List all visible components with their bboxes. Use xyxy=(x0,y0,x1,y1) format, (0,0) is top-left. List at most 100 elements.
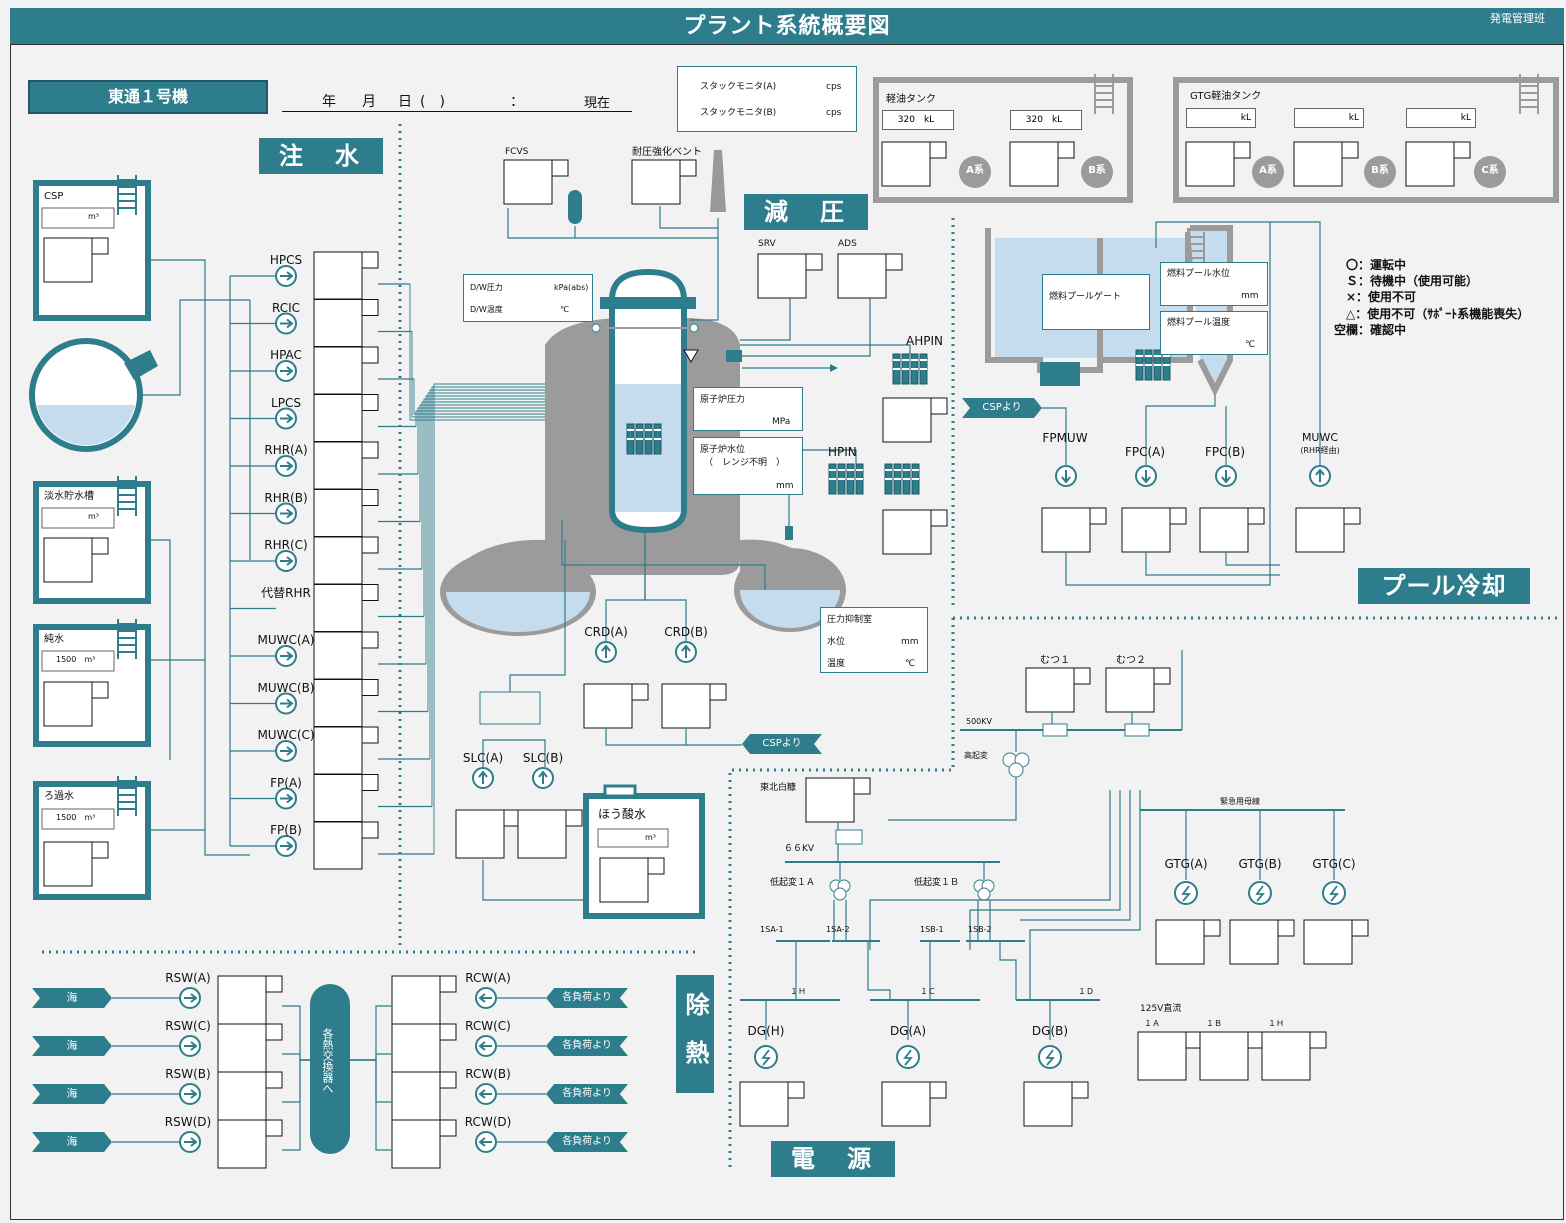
pump-label-5: RHR(B) xyxy=(264,490,308,505)
pump-RHR(B)-arrowhead xyxy=(286,508,294,519)
fuel-band xyxy=(636,429,643,431)
hpin-bottles-b-band xyxy=(885,478,892,480)
fpc-b-pump-arrowhead xyxy=(1221,476,1231,484)
pure-status xyxy=(43,681,93,727)
pump-RHR(C)-arrowhead xyxy=(286,556,294,566)
rpv-level-unit: mm xyxy=(776,481,794,491)
fuel-tank-a-value: 320 kL xyxy=(882,110,954,130)
rcw-status-2 xyxy=(391,1071,441,1121)
muwc-pool-line xyxy=(1270,221,1321,466)
pump-label-6: RHR(C) xyxy=(264,538,308,552)
rpv-level-label: 原子炉水位 xyxy=(700,445,746,455)
rpv-level-note: （ レンジ不明 ） xyxy=(704,458,786,468)
pool-fuel-band xyxy=(1163,364,1170,366)
inj-status-sub-3 xyxy=(361,394,379,411)
ahpin-bottles-band xyxy=(920,368,927,370)
fcvs-vessel xyxy=(568,190,582,224)
suppression-temp-label: 温度 xyxy=(827,659,846,669)
hpin-bottles-b-band xyxy=(903,469,910,471)
fresh-status xyxy=(43,537,93,583)
steam-valve-l xyxy=(591,323,601,333)
rpv-feed-2 xyxy=(413,379,560,415)
mutsu1-status-sub xyxy=(1073,667,1091,685)
pump-RCIC-arrowhead xyxy=(286,318,294,329)
pump-label-8: MUWC(A) xyxy=(257,633,315,647)
crd-pump-0-arrowhead xyxy=(601,644,611,652)
rcw-label-1: RCW(C) xyxy=(465,1019,511,1033)
rpv-pressure-label: 原子炉圧力 xyxy=(700,395,746,405)
fpc-b-status xyxy=(1199,507,1249,553)
dg-status-1 xyxy=(881,1081,931,1127)
rcw-status-sub-3 xyxy=(439,1119,457,1137)
fresh-status-sub xyxy=(91,537,109,555)
pool-level-label: 燃料プール水位 xyxy=(1167,269,1231,279)
pool-fuel-band xyxy=(1163,355,1170,357)
ahpin-bottles-band xyxy=(920,359,927,361)
rcw-status-sub-2 xyxy=(439,1071,457,1089)
pump-label-1: RCIC xyxy=(271,300,301,315)
rsw-label-0: RSW(A) xyxy=(165,971,211,985)
pump-label-3: LPCS xyxy=(271,395,301,410)
gtg-status-0-sub xyxy=(1203,919,1221,937)
gtg-status-1 xyxy=(1229,919,1279,965)
hpin-bottles-a-band xyxy=(856,478,863,480)
crd-status-0-sub xyxy=(631,683,649,701)
crd-status-1-sub xyxy=(709,683,727,701)
mutsu1-label: むつ１ xyxy=(1040,655,1070,666)
date-year: 年 xyxy=(322,94,336,110)
gtg-tank-b-status xyxy=(1293,141,1343,187)
dw-temp-unit: ℃ xyxy=(560,305,569,314)
boric-unit: m³ xyxy=(645,833,656,842)
pool-level-panel: 燃料プール水位 mm xyxy=(1160,262,1268,306)
fpc-a-status xyxy=(1121,507,1171,553)
hx-label: 各熱交換器へ xyxy=(321,1028,334,1094)
suppression-panel: 圧力抑制室 水位 mm 温度 ℃ xyxy=(820,607,928,673)
rsw-status-3 xyxy=(217,1119,267,1169)
rcw-status-0 xyxy=(391,975,441,1025)
bus-1c-label: １Ｃ xyxy=(920,987,936,996)
pump-label-10: MUWC(C) xyxy=(257,728,315,742)
org-name: 発電管理班 xyxy=(1490,12,1545,25)
rcw-pump-1-arrowhead xyxy=(478,1041,486,1051)
ahpin-bottles-band xyxy=(893,359,900,361)
rpv-feed-5 xyxy=(419,404,560,522)
pool-fuel-band xyxy=(1145,355,1152,357)
ads-status xyxy=(837,253,887,299)
dg-icon-1 xyxy=(896,1045,920,1069)
fcvs-status-sub xyxy=(551,159,569,177)
sb2-to-1d xyxy=(999,941,1017,1000)
srv-label: SRV xyxy=(758,239,776,249)
crd-csp-from-tag: CSPより xyxy=(742,734,822,754)
loads-tag-1: 各負荷より xyxy=(546,1036,628,1056)
rpv-feed-1 xyxy=(411,331,560,418)
gtg-pump-label-1: B系 xyxy=(1371,165,1389,176)
fpmuw-status-sub xyxy=(1089,507,1107,525)
csp-unit: m³ xyxy=(88,212,99,221)
ads-line xyxy=(742,298,871,357)
muwc-pool-note: (RHR経由) xyxy=(1300,446,1340,455)
mutsu1-status xyxy=(1025,667,1075,713)
fuel-tank-b-status-sub xyxy=(1057,141,1075,159)
vent-stack xyxy=(710,150,726,212)
emg-bus-label: 緊急用母線 xyxy=(1220,797,1260,806)
breaker-66kv xyxy=(835,829,863,845)
sea-tag-2: 海 xyxy=(32,1084,112,1104)
divider-power xyxy=(728,618,955,1170)
rsw-status-1 xyxy=(217,1023,267,1073)
emg-link-3 xyxy=(969,790,1121,950)
hardened-vent-status xyxy=(631,159,681,205)
dg-icon-1-bolt xyxy=(903,1049,913,1066)
gtg-tank-c-status xyxy=(1405,141,1455,187)
pump-label-12: FP(B) xyxy=(270,823,302,837)
date-weekday: ( ) xyxy=(420,94,445,110)
inj-status-10 xyxy=(313,726,363,775)
rpv-feed-6 xyxy=(421,401,560,569)
filtered-supply xyxy=(148,829,250,856)
dg-label-1: DG(A) xyxy=(889,1024,927,1038)
section-depressurize: 減 圧 xyxy=(744,194,868,230)
dg-icon-2-bolt xyxy=(1045,1049,1055,1066)
hardened-vent-line xyxy=(659,206,718,229)
stack-monitor-a-unit: cps xyxy=(826,82,842,92)
suppression-level-label: 水位 xyxy=(827,637,846,647)
